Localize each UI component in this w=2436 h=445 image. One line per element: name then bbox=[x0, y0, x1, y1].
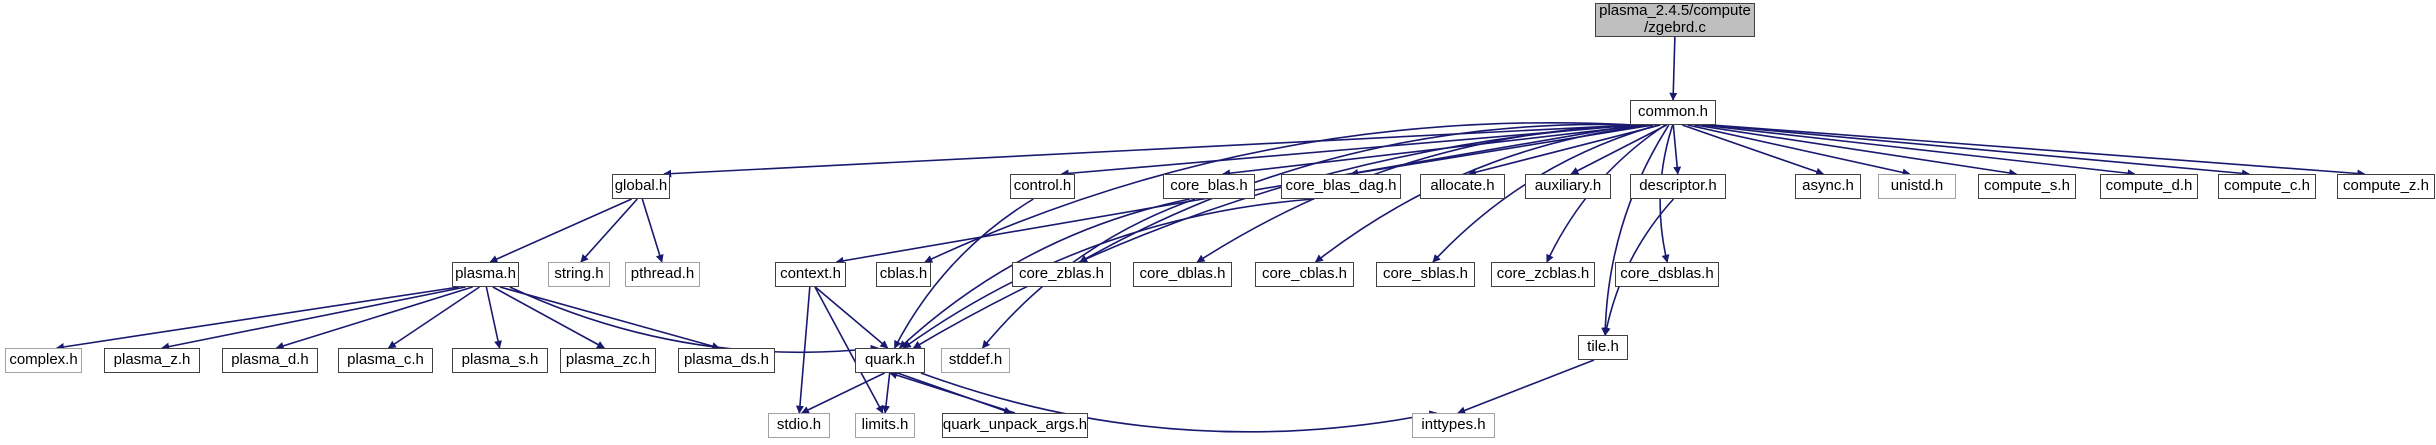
graph-edge-global-to-pthread bbox=[641, 198, 664, 263]
graph-node-common[interactable]: common.h bbox=[1630, 100, 1716, 125]
graph-edge-plasma-to-quark bbox=[509, 286, 879, 354]
graph-node-quark[interactable]: quark.h bbox=[855, 348, 925, 373]
graph-edge-plasma-to-plasma_z bbox=[161, 286, 466, 351]
graph-edge-global-to-plasma bbox=[489, 198, 632, 263]
graph-edge-root-to-common bbox=[1669, 36, 1678, 101]
graph-node-allocate[interactable]: allocate.h bbox=[1420, 174, 1505, 199]
graph-node-stddef[interactable]: stddef.h bbox=[941, 348, 1010, 373]
graph-node-stdio[interactable]: stdio.h bbox=[768, 413, 830, 438]
graph-edge-common-to-compute_c bbox=[1708, 124, 2250, 178]
graph-edge-core_blas-to-quark bbox=[898, 198, 1191, 349]
graph-edge-common-to-global bbox=[663, 124, 1635, 178]
graph-node-limits[interactable]: limits.h bbox=[855, 413, 915, 438]
graph-node-plasma[interactable]: plasma.h bbox=[452, 262, 519, 287]
graph-edge-context-to-limits bbox=[814, 286, 884, 414]
graph-node-compute_d[interactable]: compute_d.h bbox=[2100, 174, 2198, 199]
graph-edge-global-to-string bbox=[580, 198, 638, 263]
graph-node-global[interactable]: global.h bbox=[612, 174, 670, 199]
graph-node-core_sblas[interactable]: core_sblas.h bbox=[1376, 262, 1475, 287]
graph-edge-plasma-to-plasma_d bbox=[275, 286, 473, 350]
graph-node-core_blas[interactable]: core_blas.h bbox=[1163, 174, 1255, 199]
graph-node-tile[interactable]: tile.h bbox=[1578, 335, 1628, 360]
graph-edge-common-to-quark bbox=[912, 124, 1635, 349]
graph-edge-control-to-quark bbox=[893, 198, 1034, 349]
graph-node-unistd[interactable]: unistd.h bbox=[1878, 174, 1956, 199]
graph-edge-context-to-quark bbox=[814, 286, 889, 349]
graph-node-plasma_d[interactable]: plasma_d.h bbox=[222, 348, 318, 373]
graph-edge-common-to-compute_s bbox=[1694, 124, 2018, 177]
graph-edge-quark-to-inttypes bbox=[920, 372, 1438, 433]
graph-edge-quark-to-stdio bbox=[801, 372, 885, 414]
graph-node-core_cblas[interactable]: core_cblas.h bbox=[1255, 262, 1354, 287]
graph-node-plasma_ds[interactable]: plasma_ds.h bbox=[678, 348, 775, 373]
graph-edge-common-to-cblas bbox=[924, 121, 1635, 263]
graph-node-core_zblas[interactable]: core_zblas.h bbox=[1012, 262, 1111, 287]
graph-node-control[interactable]: control.h bbox=[1010, 174, 1075, 199]
graph-node-core_blas_dag[interactable]: core_blas_dag.h bbox=[1281, 174, 1401, 199]
graph-edge-context-to-stdio bbox=[795, 286, 811, 414]
graph-edge-common-to-core_cblas bbox=[1314, 124, 1651, 263]
graph-edge-plasma-to-plasma_c bbox=[387, 286, 480, 349]
graph-node-inttypes[interactable]: inttypes.h bbox=[1412, 413, 1495, 438]
graph-edge-core_blas_dag-to-quark bbox=[902, 198, 1315, 349]
graph-edge-quark_unpack-to-quark bbox=[889, 371, 1016, 414]
graph-edge-common-to-core_zblas bbox=[1079, 123, 1637, 263]
graph-node-async[interactable]: async.h bbox=[1795, 174, 1861, 199]
graph-node-plasma_zc[interactable]: plasma_zc.h bbox=[560, 348, 656, 373]
graph-edge-common-to-core_blas bbox=[1222, 124, 1646, 178]
graph-edge-common-to-auxiliary bbox=[1570, 124, 1668, 175]
graph-edge-common-to-tile bbox=[1601, 124, 1670, 336]
graph-node-plasma_s[interactable]: plasma_s.h bbox=[452, 348, 548, 373]
graph-edge-core_blas-to-stddef bbox=[981, 198, 1196, 349]
graph-node-core_dsblas[interactable]: core_dsblas.h bbox=[1615, 262, 1719, 287]
graph-node-auxiliary[interactable]: auxiliary.h bbox=[1525, 174, 1611, 199]
graph-node-plasma_c[interactable]: plasma_c.h bbox=[338, 348, 433, 373]
graph-edge-plasma-to-plasma_zc bbox=[492, 286, 606, 349]
graph-edge-plasma-to-plasma_s bbox=[485, 286, 502, 349]
graph-node-root[interactable]: plasma_2.4.5/compute /zgebrd.c bbox=[1595, 2, 1755, 37]
graph-node-string[interactable]: string.h bbox=[548, 262, 610, 287]
graph-node-descriptor[interactable]: descriptor.h bbox=[1630, 174, 1726, 199]
graph-edge-common-to-compute_z bbox=[1711, 124, 2366, 178]
graph-edge-plasma-to-plasma_ds bbox=[499, 286, 721, 350]
graph-node-complex[interactable]: complex.h bbox=[5, 348, 82, 373]
graph-edge-plasma-to-complex bbox=[55, 286, 460, 351]
graph-edge-tile-to-inttypes bbox=[1457, 359, 1595, 415]
graph-node-compute_s[interactable]: compute_s.h bbox=[1978, 174, 2076, 199]
graph-node-core_zcblas[interactable]: core_zcblas.h bbox=[1491, 262, 1595, 287]
graph-edge-common-to-unistd bbox=[1687, 124, 1911, 177]
graph-edge-common-to-descriptor bbox=[1672, 124, 1682, 175]
graph-node-pthread[interactable]: pthread.h bbox=[625, 262, 700, 287]
graph-node-compute_z[interactable]: compute_z.h bbox=[2337, 174, 2435, 199]
graph-node-cblas[interactable]: cblas.h bbox=[876, 262, 931, 287]
graph-node-core_dblas[interactable]: core_dblas.h bbox=[1133, 262, 1232, 287]
graph-node-context[interactable]: context.h bbox=[775, 262, 846, 287]
graph-node-plasma_z[interactable]: plasma_z.h bbox=[104, 348, 200, 373]
graph-node-compute_c[interactable]: compute_c.h bbox=[2218, 174, 2316, 199]
graph-edge-common-to-compute_d bbox=[1701, 124, 2136, 178]
edges-group bbox=[55, 36, 2366, 433]
graph-node-quark_unpack[interactable]: quark_unpack_args.h bbox=[942, 413, 1088, 438]
graph-edge-common-to-async bbox=[1682, 124, 1825, 176]
graph-edge-quark-to-limits bbox=[881, 372, 891, 414]
graph-edge-common-to-allocate bbox=[1468, 124, 1661, 177]
